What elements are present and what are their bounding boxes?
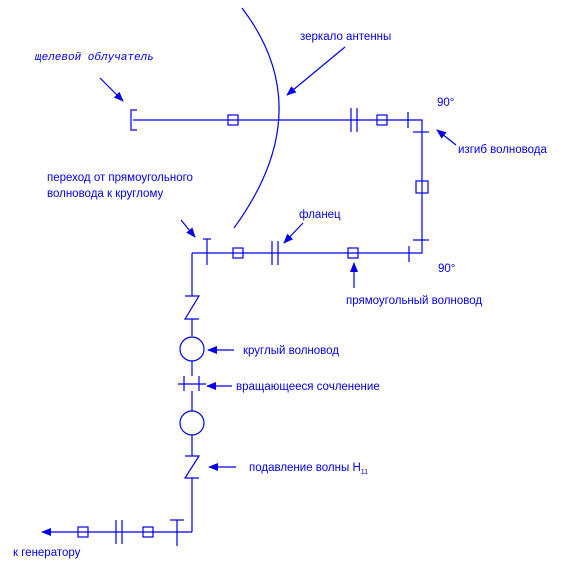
left-vertical-waveguide xyxy=(178,253,206,532)
slot-feed-label: щелевой облучатель xyxy=(34,51,154,64)
transition-label-line2: волновода к круглому xyxy=(47,188,163,200)
transition-arrow xyxy=(180,219,196,238)
slot-feed-waveguide xyxy=(130,108,405,132)
antenna-mirror xyxy=(233,7,280,229)
suppression-subscript: 11 xyxy=(361,469,368,476)
mirror-label: зеркало антенны xyxy=(300,31,391,43)
top-bend xyxy=(405,112,429,133)
angle-top-label: 90° xyxy=(437,97,454,109)
mirror-arrow xyxy=(286,46,346,96)
rect-waveguide-label: прямоугольный волновод xyxy=(346,295,482,307)
transition-label-line1: переход от прямоугольного xyxy=(47,172,193,184)
bend-label: изгиб волновода xyxy=(458,144,548,156)
round-waveguide-label: круглый волновод xyxy=(243,345,339,357)
flange-arrow xyxy=(283,222,304,244)
angle-bottom-label: 90° xyxy=(438,263,455,275)
suppression-label: подавление волны H11 xyxy=(249,462,368,476)
right-vertical-waveguide xyxy=(415,132,429,240)
generator-label: к генератору xyxy=(13,547,81,559)
rotary-joint-label: вращающееся сочленение xyxy=(236,381,380,393)
bend-arrow xyxy=(436,129,457,146)
flange-label: фланец xyxy=(299,209,341,221)
generator-waveguide xyxy=(41,519,192,546)
slot-feed-arrow xyxy=(99,77,124,102)
middle-horizontal-waveguide xyxy=(192,238,409,265)
bottom-bend xyxy=(408,239,429,262)
